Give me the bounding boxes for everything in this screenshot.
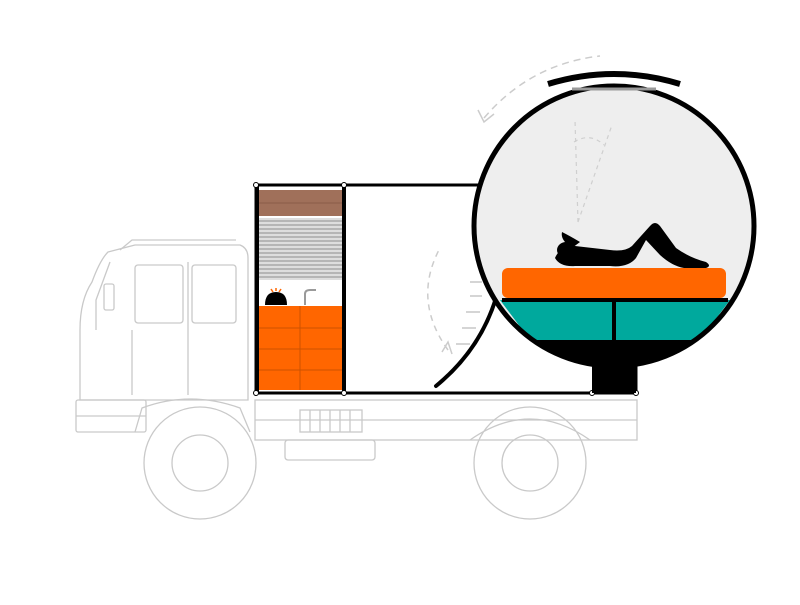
orange-mattress: [502, 268, 726, 298]
stove-flame: [278, 288, 282, 293]
truck-fuel-tank: [284, 439, 376, 461]
frame-corner-nodes: [253, 182, 639, 396]
truck-cab-roof: [119, 239, 236, 251]
ramp-curve: [434, 296, 498, 388]
sphere-top-hatch-arc: [547, 71, 681, 87]
ladder-rungs: [456, 281, 482, 345]
person-arm: [561, 232, 580, 248]
stove-flame: [270, 288, 274, 293]
rotation-arrowhead: [477, 109, 495, 124]
truck-mirror: [103, 283, 115, 311]
truck-front-wheel-hub: [171, 434, 229, 492]
rotation-dashed-arc: [483, 55, 601, 119]
fold-out-dashed-arc: [427, 247, 449, 351]
truck-window-front: [134, 264, 184, 324]
truck-front-wheel: [143, 406, 257, 520]
fold-out-arrowhead: [441, 340, 453, 355]
truck-outline: [75, 239, 638, 520]
stove-icon: [265, 292, 287, 305]
truck-front-wheel-arch: [134, 398, 251, 433]
truck-rear-wheel-arch: [469, 418, 591, 441]
truck-windshield: [95, 261, 111, 330]
truck-toolbox: [299, 409, 363, 433]
truck-window-rear: [191, 264, 237, 324]
light-cone: [573, 119, 613, 223]
truck-cab: [79, 244, 249, 401]
sphere-outline: [471, 83, 757, 369]
reclining-person-silhouette: [555, 223, 709, 268]
truck-rear-wheel-hub: [501, 434, 559, 492]
faucet-icon: [304, 289, 316, 305]
slat-lines: [258, 220, 342, 278]
truck-rear-wheel: [473, 406, 587, 520]
person-body: [555, 223, 709, 268]
